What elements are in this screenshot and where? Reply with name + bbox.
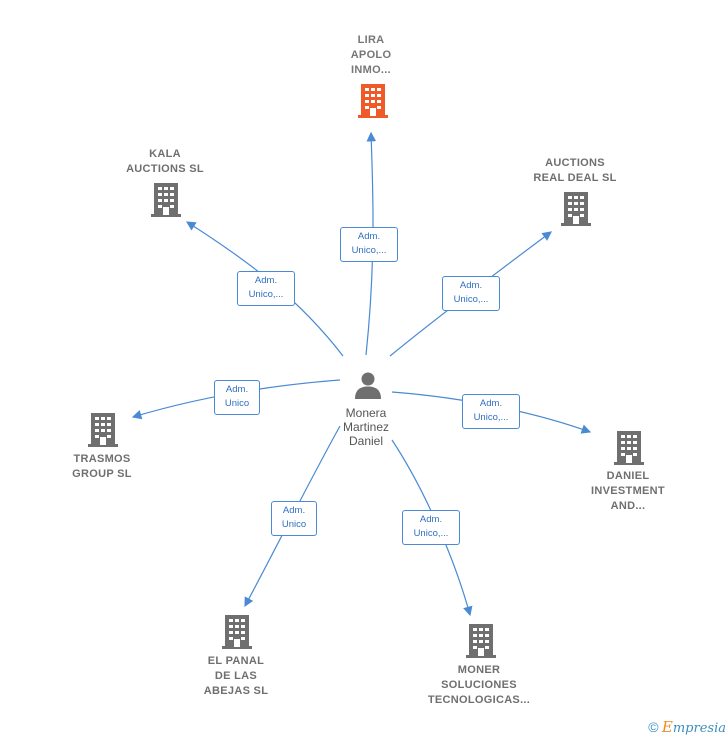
building-icon[interactable]	[222, 615, 252, 649]
building-icon[interactable]	[561, 192, 591, 226]
edge-label-kala[interactable]: Adm. Unico,...	[237, 271, 295, 306]
node-label-moner[interactable]: MONER SOLUCIONES TECNOLOGICAS...	[427, 664, 531, 706]
building-icon[interactable]	[151, 183, 181, 217]
edge-label-moner[interactable]: Adm. Unico,...	[402, 510, 460, 545]
center-person-label[interactable]: Monera Martinez Daniel	[342, 406, 389, 448]
edge-label-lira[interactable]: Adm. Unico,...	[340, 227, 398, 262]
node-label-lira[interactable]: LIRA APOLO INMO...	[350, 34, 392, 76]
edge-label-trasmos[interactable]: Adm. Unico	[214, 380, 260, 415]
edge-label-auctions[interactable]: Adm. Unico,...	[442, 276, 500, 311]
node-label-trasmos[interactable]: TRASMOS GROUP SL	[72, 453, 132, 480]
footer-brand[interactable]: © Empresia	[648, 718, 726, 736]
brand-logo: Empresia	[661, 718, 726, 736]
building-icon[interactable]	[358, 84, 388, 118]
building-icon[interactable]	[614, 431, 644, 465]
node-label-auctions[interactable]: AUCTIONS REAL DEAL SL	[533, 157, 617, 184]
node-label-daniel[interactable]: DANIEL INVESTMENT AND...	[591, 470, 665, 512]
edge-label-daniel[interactable]: Adm. Unico,...	[462, 394, 520, 429]
node-label-elpanal[interactable]: EL PANAL DE LAS ABEJAS SL	[203, 655, 269, 697]
copyright-icon: ©	[648, 719, 659, 735]
node-label-kala[interactable]: KALA AUCTIONS SL	[126, 148, 204, 175]
building-icon[interactable]	[88, 413, 118, 447]
building-icon[interactable]	[466, 624, 496, 658]
edge-label-elpanal[interactable]: Adm. Unico	[271, 501, 317, 536]
person-icon	[355, 372, 381, 399]
